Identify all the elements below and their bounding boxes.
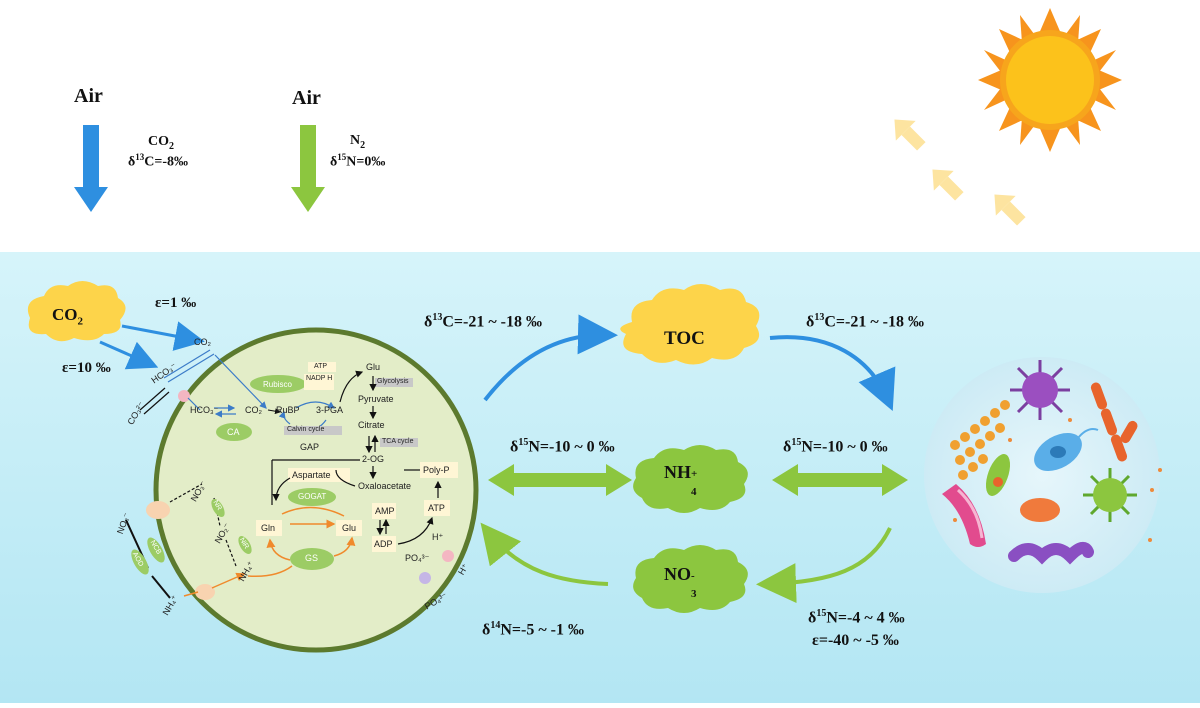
air-n2-arrow xyxy=(291,125,325,212)
nh4-exchange-right-arrow xyxy=(772,464,908,496)
toc-in-isotope: δ13C=-21 ~ -18 ‰ xyxy=(424,312,542,331)
air-co2-isotope: δ13C=-8‰ xyxy=(128,152,189,170)
co2-source-cloud xyxy=(27,281,126,342)
air-n2-gas: N2 xyxy=(350,133,366,151)
no3-in-arrow xyxy=(756,527,892,604)
co2-flux-lower xyxy=(99,340,159,370)
nh4-right-isotope: δ15N=-10 ~ 0 ‰ xyxy=(783,437,888,456)
nh4-cloud xyxy=(633,445,748,513)
air-co2-gas: CO2 xyxy=(148,134,174,152)
air-label-n2: Air xyxy=(292,87,321,109)
co2-source-label: CO2 xyxy=(52,305,83,328)
nh4-exchange-left-arrow xyxy=(488,464,632,496)
toc-out-isotope: δ13C=-21 ~ -18 ‰ xyxy=(806,312,924,331)
nh4-label: NH+4 xyxy=(664,462,698,498)
air-n2-isotope: δ15N=0‰ xyxy=(330,152,386,170)
toc-out-arrow xyxy=(769,335,896,412)
epsilon-upper-label: ε=1 ‰ xyxy=(155,295,197,311)
no3-cloud xyxy=(633,545,748,613)
no3-out-arrow xyxy=(480,522,609,586)
sun-icon xyxy=(978,8,1122,152)
toc-in-arrow xyxy=(483,314,618,402)
co2-flux-upper xyxy=(121,321,205,351)
air-label-co2: Air xyxy=(74,85,103,107)
toc-cloud xyxy=(620,284,760,365)
sunlight-arrows xyxy=(894,119,1026,226)
no3-right-epsilon: ε=-40 ~ -5 ‰ xyxy=(812,632,899,649)
nh4-left-isotope: δ15N=-10 ~ 0 ‰ xyxy=(510,437,615,456)
no3-left-isotope: δ14N=-5 ~ -1 ‰ xyxy=(482,620,584,639)
algae-cell xyxy=(125,327,479,653)
no3-right-isotope: δ15N=-4 ~ 4 ‰ xyxy=(808,608,905,627)
epsilon-lower-label: ε=10 ‰ xyxy=(62,360,111,376)
no3-label: NO-3 xyxy=(664,564,697,600)
air-co2-arrow xyxy=(74,125,108,212)
toc-label: TOC xyxy=(664,328,705,349)
bacteria-cluster-icon xyxy=(924,357,1162,593)
